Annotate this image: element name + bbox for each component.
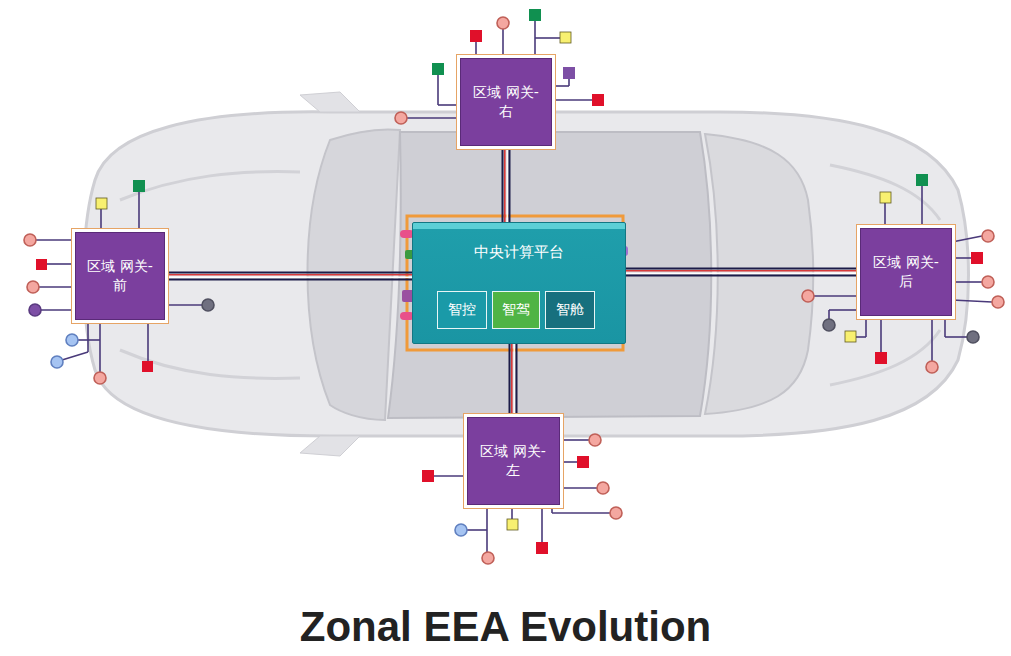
- bus-connector: [165, 273, 412, 280]
- node-label: 区域 网关-右: [467, 83, 545, 121]
- bus-wire: [626, 275, 860, 277]
- platform-title: 中央计算平台: [413, 243, 625, 262]
- node-label: 区域 网关-左: [474, 442, 553, 480]
- bus-wire: [626, 273, 860, 274]
- bus-wire: [507, 146, 508, 222]
- bus-wire: [165, 272, 412, 274]
- bus-wire: [626, 270, 860, 272]
- bus-connector: [503, 146, 510, 222]
- function-box: 智控: [437, 291, 487, 329]
- sensor-nodes: [24, 9, 1004, 564]
- zone-gateway: 区域 网关-右: [460, 58, 552, 146]
- bus-wire: [502, 146, 504, 222]
- bus-wire: [165, 274, 412, 276]
- function-box: 智舱: [545, 291, 595, 329]
- zone-gateway: 区域 网关-后: [860, 228, 952, 316]
- bus-wire: [516, 344, 518, 417]
- bus-connector: [510, 344, 517, 417]
- zone-gateway: 区域 网关-左: [467, 417, 560, 505]
- node-label: 智驾: [502, 301, 530, 319]
- function-box: 智驾: [492, 291, 540, 329]
- bus-wire: [509, 344, 511, 417]
- bus-wire: [504, 146, 506, 222]
- bus-wire: [511, 344, 513, 417]
- node-label: 智舱: [556, 301, 584, 319]
- node-label: 区域 网关-前: [82, 257, 158, 295]
- car-body: [84, 92, 969, 456]
- central-platform: 中央计算平台智控 智驾 智舱: [412, 222, 626, 344]
- node-label: 区域 网关-后: [867, 253, 945, 291]
- bus-wire: [509, 146, 511, 222]
- bus-wire: [514, 344, 515, 417]
- bus-wire: [165, 277, 412, 278]
- zone-gateway: 区域 网关-前: [75, 232, 165, 320]
- diagram-title: Zonal EEA Evolution: [0, 603, 1011, 651]
- bus-wire: [165, 279, 412, 281]
- bus-connector: [626, 269, 860, 276]
- bus-wire: [626, 268, 860, 270]
- node-label: 智控: [448, 301, 476, 319]
